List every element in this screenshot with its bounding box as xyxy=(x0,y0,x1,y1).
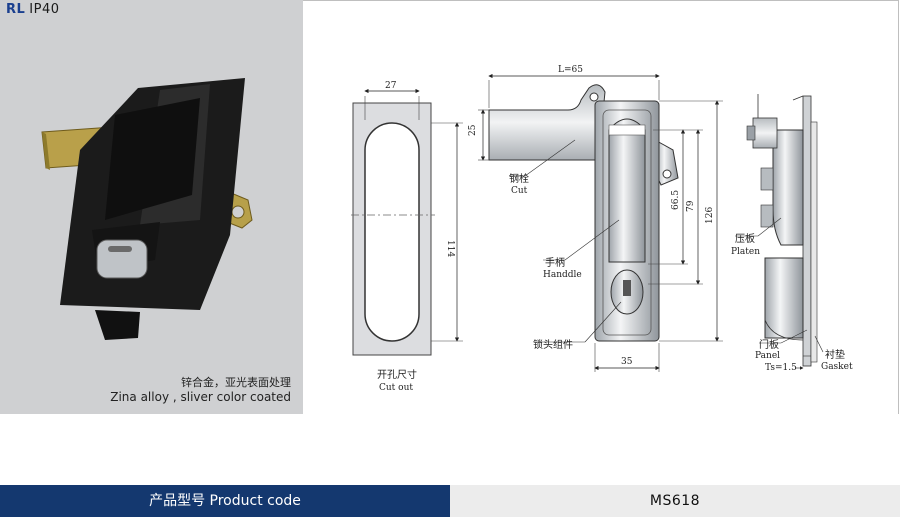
dim-126-label: 126 xyxy=(705,207,715,224)
panel-label-en: Panel xyxy=(755,351,780,361)
technical-drawing: 27 114 开孔尺寸 Cut out xyxy=(351,65,853,393)
platen-label-en: Platen xyxy=(731,247,760,257)
cutout-label-cn: 开孔尺寸 xyxy=(377,368,417,381)
gasket-label-cn: 衬垫 xyxy=(825,348,845,361)
front-overall-width-label: L=65 xyxy=(558,65,583,75)
front-view-drawing xyxy=(478,73,723,372)
handle-label-cn: 手柄 xyxy=(545,256,565,269)
latch-body-image xyxy=(60,78,245,340)
side-view-drawing xyxy=(735,94,824,370)
material-description-cn: 锌合金，亚光表面处理 xyxy=(181,376,291,389)
cutout-drawing xyxy=(351,88,463,356)
bolt-height-label: 25 xyxy=(468,124,478,136)
material-description-en: Zina alloy , sliver color coated xyxy=(110,390,291,404)
brand-prefix: RL xyxy=(6,2,26,17)
cutout-label-en: Cut out xyxy=(379,383,413,393)
product-code-label: 产品型号 Product code xyxy=(0,485,450,517)
product-photo xyxy=(41,78,253,340)
dim-79-label: 79 xyxy=(686,200,696,212)
handle-label-en: Handdle xyxy=(543,270,582,280)
ip-rating: IP40 xyxy=(29,2,60,17)
panel-thickness-label: Ts=1.5 xyxy=(765,363,797,373)
platen-label-cn: 压板 xyxy=(735,232,755,245)
drawing-frame xyxy=(303,0,899,414)
bottom-width-label: 35 xyxy=(621,357,633,367)
dim-66-5-label: 66.5 xyxy=(671,190,681,210)
product-code-value: MS618 xyxy=(450,485,900,517)
panel-label-cn: 门板 xyxy=(759,338,779,351)
bolt-label-en: Cut xyxy=(511,186,528,196)
gasket-label-en: Gasket xyxy=(821,362,853,372)
cutout-height-label: 114 xyxy=(445,240,455,257)
cutout-width-label: 27 xyxy=(385,81,397,91)
bolt-label-cn: 钢栓 xyxy=(509,172,529,185)
lock-assembly-label-cn: 锁头组件 xyxy=(533,338,573,351)
